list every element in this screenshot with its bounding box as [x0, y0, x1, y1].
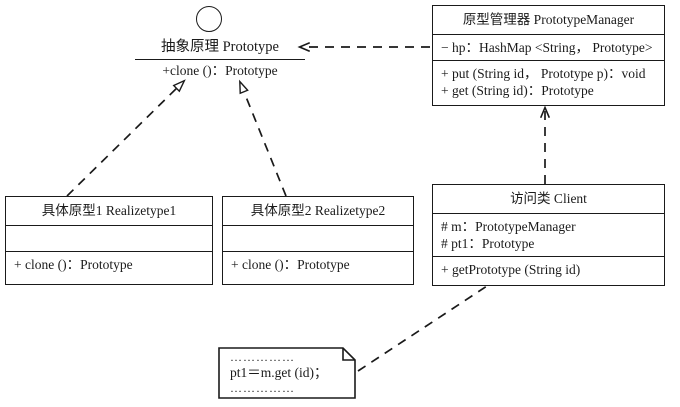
- note-shape: [218, 347, 356, 399]
- class-client[interactable]: 访问类 Client # m：PrototypeManager # pt1：Pr…: [432, 184, 665, 286]
- class-client-operation-getprototype: + getPrototype (String id): [441, 262, 581, 277]
- class-prototypemanager-operations: + put (String id， Prototype p)：void + ge…: [433, 60, 664, 103]
- interface-name-separator: [135, 59, 305, 60]
- interface-circle-icon: [196, 6, 222, 32]
- class-client-attribute-pt1: # pt1：Prototype: [441, 236, 535, 251]
- class-prototypemanager-operation-put: + put (String id， Prototype p)：void: [441, 66, 646, 81]
- class-prototypemanager-name: 原型管理器 PrototypeManager: [462, 12, 635, 27]
- class-realizetype2-operations: + clone ()：Prototype: [223, 251, 413, 277]
- class-realizetype2-operation-clone: + clone ()：Prototype: [231, 257, 350, 272]
- class-realizetype2-attributes: [223, 225, 413, 251]
- interface-operation: +clone ()：Prototype: [162, 63, 278, 78]
- class-realizetype1-operations: + clone ()：Prototype: [6, 251, 212, 277]
- note-line-top: ……………: [230, 350, 295, 364]
- class-client-attributes: # m：PrototypeManager # pt1：Prototype: [433, 213, 664, 256]
- class-prototypemanager[interactable]: 原型管理器 PrototypeManager − hp：HashMap <Str…: [432, 5, 665, 106]
- realization-realizetype2-to-prototype: [240, 82, 287, 197]
- class-realizetype1-name: 具体原型1 Realizetype1: [41, 203, 177, 218]
- class-realizetype2[interactable]: 具体原型2 Realizetype2 + clone ()：Prototype: [222, 196, 414, 285]
- interface-prototype[interactable]: 抽象原理 Prototype +clone ()：Prototype: [135, 3, 305, 83]
- class-client-name: 访问类 Client: [510, 191, 587, 206]
- class-realizetype2-name: 具体原型2 Realizetype2: [250, 203, 386, 218]
- class-client-operations: + getPrototype (String id): [433, 256, 664, 282]
- class-prototypemanager-operation-get: + get (String id)：Prototype: [441, 83, 594, 98]
- class-prototypemanager-attributes: − hp：HashMap <String， Prototype>: [433, 34, 664, 60]
- note-anchor-client: [357, 285, 488, 372]
- class-client-attribute-m: # m：PrototypeManager: [441, 219, 576, 234]
- realization-realizetype1-to-prototype: [66, 81, 184, 197]
- class-realizetype1[interactable]: 具体原型1 Realizetype1 + clone ()：Prototype: [5, 196, 213, 285]
- class-prototypemanager-attribute-hp: − hp：HashMap <String， Prototype>: [441, 40, 653, 55]
- note-line-bottom: ……………: [230, 381, 295, 395]
- interface-name: 抽象原理 Prototype: [160, 39, 279, 55]
- client-code-note[interactable]: …………… pt1＝m.get (id)； ……………: [218, 347, 356, 399]
- class-realizetype1-attributes: [6, 225, 212, 251]
- class-realizetype1-operation-clone: + clone ()：Prototype: [14, 257, 133, 272]
- note-code-line: pt1＝m.get (id)；: [230, 365, 328, 380]
- note-text-block: …………… pt1＝m.get (id)； ……………: [218, 347, 356, 399]
